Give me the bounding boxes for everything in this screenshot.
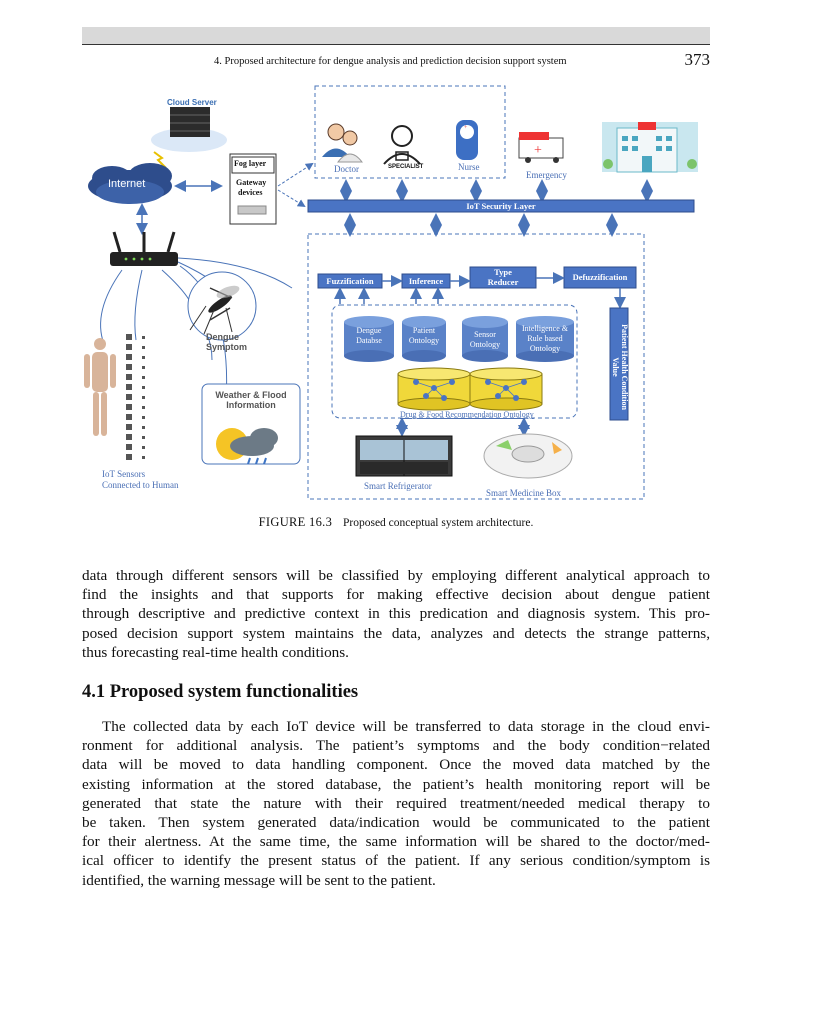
intelligence-label-1: Intelligence & — [522, 324, 568, 333]
sensor-ontology-label-1: Sensor — [474, 330, 496, 339]
smart-refrigerator-icon — [355, 435, 453, 477]
paragraph-line: posed decision support system maintains … — [82, 624, 710, 642]
smart-medicine-box-label: Smart Medicine Box — [486, 488, 561, 498]
emergency-label: Emergency — [526, 170, 567, 180]
mosquito-icon — [187, 271, 257, 341]
dengue-database-label-2: Databse — [356, 336, 382, 345]
paragraph-line: ical officer to identify the present sta… — [82, 852, 710, 870]
svg-text:+: + — [534, 143, 542, 158]
svg-text:+: + — [464, 125, 468, 131]
paragraph-line: identified, the warning message will be … — [82, 871, 436, 889]
weather-icon — [216, 428, 278, 465]
paragraph-line: generated that state the nature with the… — [82, 794, 710, 812]
iot-security-layer-label: IoT Security Layer — [466, 201, 536, 211]
cloud-server-label: Cloud Server — [167, 98, 217, 107]
body-paragraph-1: data through different sensors will be c… — [82, 566, 710, 662]
weather-label-1: Weather & Flood — [215, 390, 287, 400]
type-reducer-label-2: Reducer — [487, 277, 519, 287]
header-bar — [82, 27, 710, 44]
care-team-frame — [314, 85, 506, 179]
body-paragraph-2: The collected data by each IoT device wi… — [82, 717, 710, 890]
smart-refrigerator-label: Smart Refrigerator — [364, 481, 432, 491]
smart-medicine-box-icon — [483, 433, 573, 479]
paragraph-line: ronment for additional analysis. The pat… — [82, 737, 710, 755]
internet-label: Internet — [108, 178, 146, 190]
patient-health-label-1: Patient Health Condition — [620, 324, 629, 410]
inference-label: Inference — [408, 276, 444, 286]
paragraph-line: The collected data by each IoT device wi… — [102, 718, 710, 735]
defuzzification-label: Defuzzification — [572, 272, 628, 282]
patient-ontology-label-2: Ontology — [408, 336, 440, 345]
human-body-icon — [84, 338, 116, 436]
fog-layer-label: Fog layer — [234, 159, 267, 168]
ontology-cylinders — [344, 316, 574, 362]
weather-label-2: Information — [226, 400, 276, 410]
paragraph-line: existing information at the stored datab… — [82, 775, 710, 793]
running-head-title: 4. Proposed architecture for dengue anal… — [214, 56, 567, 67]
nurse-label: Nurse — [458, 162, 480, 172]
ambulance-icon: + — [518, 132, 564, 163]
specialist-label: SPECIALIST — [388, 164, 424, 170]
iot-sensors-label-1: IoT Sensors — [102, 469, 146, 479]
paragraph-line: thus forecasting real-time health condit… — [82, 643, 349, 661]
ontology-frame — [331, 304, 578, 419]
intelligence-label-2: Rule based — [527, 334, 563, 343]
figure-number: FIGURE 16.3 — [258, 515, 333, 529]
paragraph-line: find the insights and that supports for … — [82, 586, 710, 604]
specialist-icon — [383, 125, 421, 165]
sensor-list — [126, 334, 145, 460]
doctor-icon — [322, 123, 364, 163]
hospital-icon — [602, 122, 698, 173]
gateway-label-2: devices — [238, 188, 263, 197]
iot-security-layer — [307, 199, 695, 213]
cloud-server-icon — [151, 107, 227, 169]
architecture-diagram: + + — [84, 85, 698, 500]
paragraph-line: for their alertness. At the same time, t… — [82, 833, 710, 851]
internet-cloud-icon — [88, 163, 172, 204]
dengue-symptom-label-1: Dengue — [206, 332, 240, 342]
fuzzification-label: Fuzzification — [326, 276, 374, 286]
patient-ontology-label-1: Patient — [412, 326, 436, 335]
gateway-label-1: Gateway — [236, 178, 267, 187]
sensor-ontology-label-2: Ontology — [469, 340, 501, 349]
page-number: 373 — [684, 50, 711, 69]
section-heading: 4.1 Proposed system functionalities — [82, 682, 359, 702]
dengue-database-label-1: Dengue — [356, 326, 382, 335]
architecture-figure: + + — [82, 82, 710, 512]
knowledge-cylinders — [397, 367, 543, 411]
header-rule — [82, 44, 710, 45]
figure-caption-text: Proposed conceptual system architecture. — [343, 517, 534, 529]
paragraph-line: data will be moved to data handling comp… — [82, 756, 710, 774]
intelligence-label-3: Ontology — [529, 344, 561, 353]
doctor-label: Doctor — [334, 164, 359, 174]
figure-caption: FIGURE 16.3 Proposed conceptual system a… — [82, 515, 710, 530]
nurse-icon: + — [456, 120, 478, 160]
dengue-symptom-label-2: Symptom — [206, 342, 248, 352]
patient-health-label-2: Value — [611, 357, 620, 377]
paragraph-line: be taken. Then system generated data/ind… — [82, 814, 710, 832]
paragraph-line: through descriptive and predictive conte… — [82, 605, 710, 623]
drug-food-ontology-label: Drug & Food Recommendation Ontology — [400, 410, 534, 419]
router-icon — [110, 231, 178, 266]
iot-sensors-label-2: Connected to Human — [102, 480, 179, 490]
patient-health-box — [609, 307, 629, 421]
type-reducer-label-1: Type — [494, 267, 512, 277]
paragraph-line: data through different sensors will be c… — [82, 567, 710, 584]
processing-frame — [307, 233, 645, 500]
